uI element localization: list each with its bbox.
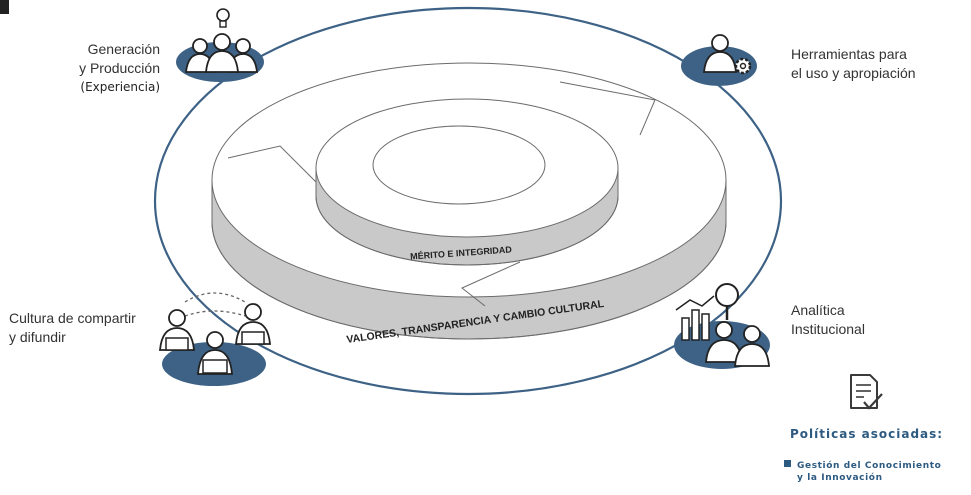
label-analitica-line2: Institucional <box>791 321 865 337</box>
label-analitica: Analítica Institucional <box>791 301 941 339</box>
policies-title: Políticas asociadas: <box>790 427 944 441</box>
core-circle <box>372 125 546 205</box>
label-herramientas: Herramientas para el uso y apropiación <box>791 45 961 83</box>
label-generacion-sub: (Experiencia) <box>80 80 160 94</box>
label-herramientas-line1: Herramientas para <box>791 46 907 62</box>
policy-item: Gestión del Conocimiento y la Innovación <box>784 460 941 484</box>
corner-mark <box>0 0 9 14</box>
label-analitica-line1: Analítica <box>791 302 845 318</box>
label-generacion-line1: Generación <box>87 41 160 57</box>
label-herramientas-line2: el uso y apropiación <box>791 65 916 81</box>
label-cultura-line2: y difundir <box>9 329 66 345</box>
analytics-search-icon <box>674 283 770 369</box>
label-cultura: Cultura de compartir y difundir <box>9 309 169 347</box>
cycle-arrow-lower <box>461 261 521 307</box>
label-generacion-line2: y Producción <box>79 60 160 76</box>
document-check-icon <box>850 374 883 410</box>
policy-bullet <box>784 460 791 467</box>
people-idea-icon <box>176 8 264 82</box>
person-gear-icon <box>681 34 757 86</box>
cycle-arrow-upper <box>227 145 321 187</box>
people-reading-icon <box>159 292 271 386</box>
policy-item-line2: y la Innovación <box>797 473 883 483</box>
outer-orbit-ring <box>153 6 783 396</box>
label-cultura-line1: Cultura de compartir <box>9 310 136 326</box>
label-generacion: Generación y Producción (Experiencia) <box>40 40 160 97</box>
policy-item-line1: Gestión del Conocimiento <box>797 461 942 471</box>
